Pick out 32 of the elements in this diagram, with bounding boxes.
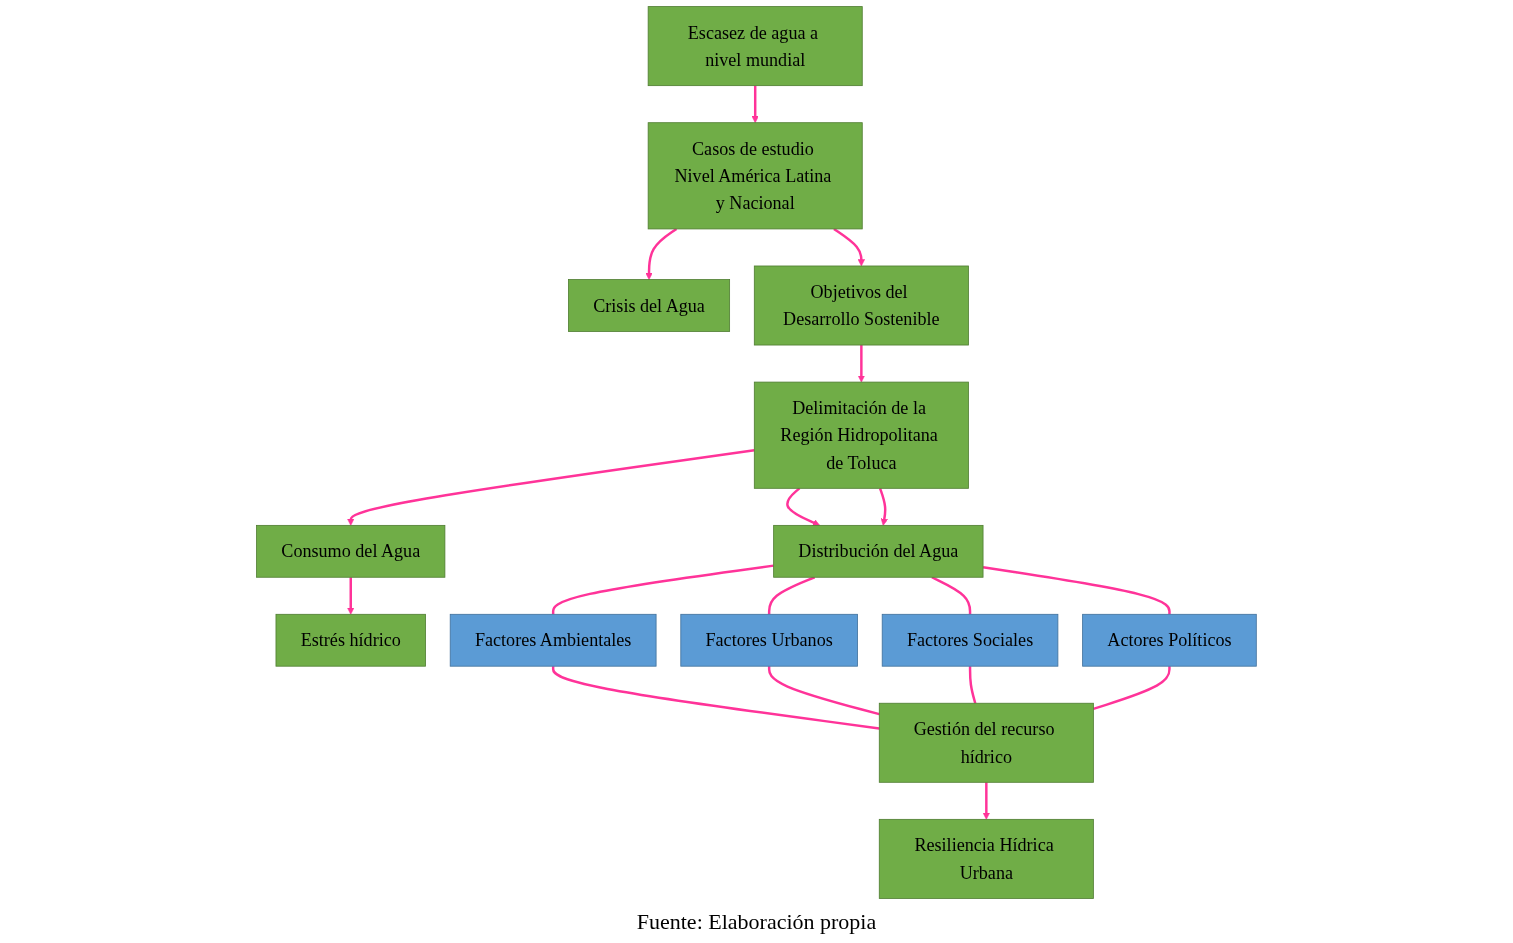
connector [931, 576, 972, 615]
connector [767, 576, 816, 615]
arrow [645, 227, 678, 280]
node-box: Resiliencia Hídrica Urbana [878, 818, 1094, 899]
arrow [347, 449, 755, 526]
arrow [857, 345, 866, 383]
node-box: Delimitación de la Región Hidropolitana de Toluca [753, 381, 969, 489]
connector [1093, 666, 1171, 710]
node-box: Escasez de agua a nivel mundial [647, 6, 863, 87]
arrow [786, 487, 821, 527]
node-box: Consumo del Agua [256, 524, 446, 578]
node-box: Crisis del Agua [568, 279, 731, 332]
connector [968, 666, 977, 704]
arrow [833, 227, 866, 267]
caption: Fuente: Elaboración propia [636, 908, 877, 936]
node-box: Objetivos del Desarrollo Sostenible [753, 265, 969, 346]
node-box: Actores Políticos [1082, 613, 1257, 667]
node-box: Gestión del recurso hídrico [878, 702, 1094, 783]
node-box: Estrés hídrico [275, 613, 426, 667]
connector [767, 666, 880, 716]
arrow [751, 85, 759, 124]
arrow [878, 487, 888, 526]
node-box: Factores Urbanos [680, 613, 858, 667]
arrow [347, 577, 355, 615]
connector [551, 666, 880, 730]
connector [551, 564, 774, 615]
node-box: Distribución del Agua [773, 524, 984, 578]
arrow [982, 782, 990, 820]
node-box: Factores Sociales [881, 613, 1059, 667]
node-box: Factores Ambientales [449, 613, 657, 667]
node-box: Casos de estudio Nivel América Latina y Nacional [647, 122, 863, 230]
connector [982, 566, 1171, 615]
